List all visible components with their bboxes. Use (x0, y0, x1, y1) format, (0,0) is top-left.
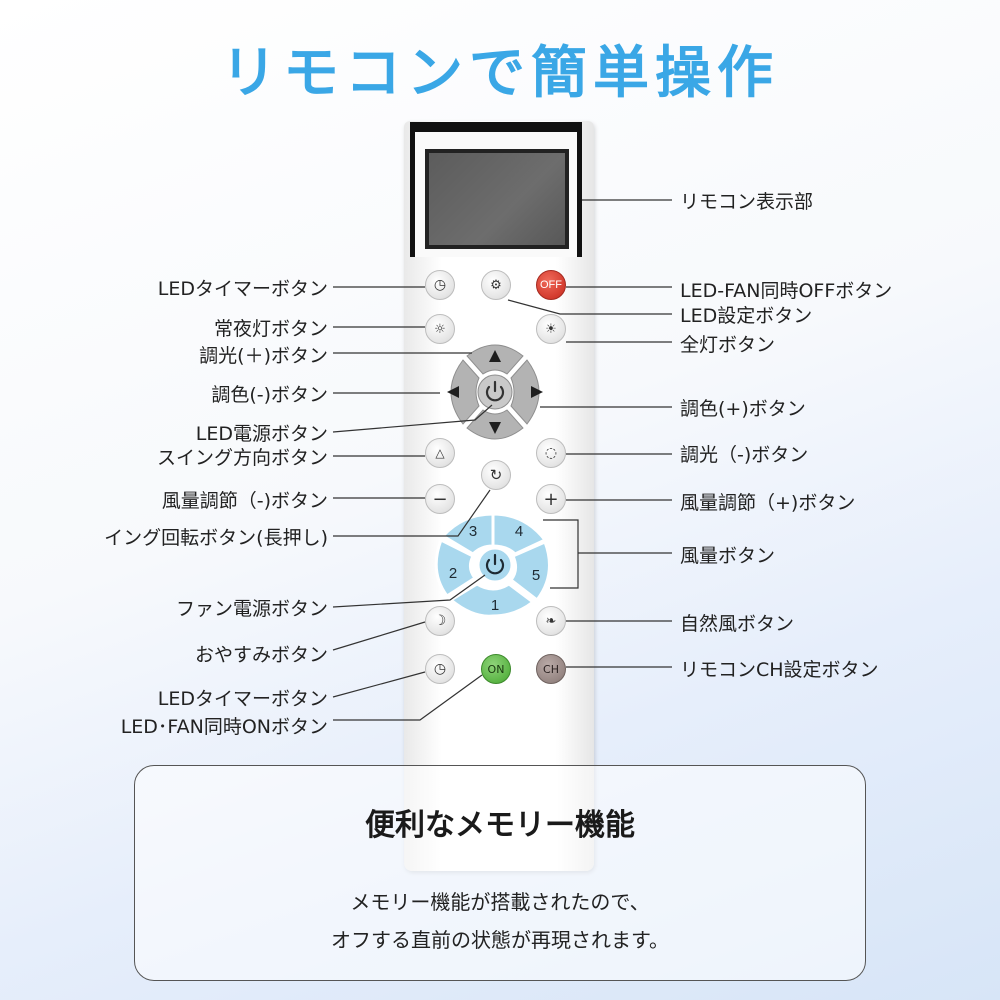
full-light-button[interactable]: ☀ (536, 314, 566, 344)
label-swing-rotate: イング回転ボタン(長押し) (104, 527, 328, 549)
label-sleep: おやすみボタン (194, 644, 328, 666)
dashed-circle-icon: ◌ (544, 445, 558, 461)
page-title: リモコンで簡単操作 (221, 40, 779, 106)
label-off: LED-FAN同時OFFボタン (680, 280, 893, 302)
sun-icon: ☀ (545, 321, 557, 337)
memory-description-line-1: メモリー機能が搭載されたので、 (350, 890, 650, 914)
swing-direction-button[interactable]: △ (425, 438, 455, 468)
led-dpad (447, 344, 543, 440)
plus-label: + (543, 488, 559, 510)
off-button[interactable]: OFF (536, 270, 566, 300)
remote-display (425, 149, 569, 249)
led-timer-button[interactable]: ◷ (425, 270, 455, 300)
moon-icon: ☽ (433, 613, 447, 629)
rotate-icon: ↻ (489, 466, 503, 484)
label-led-timer: LEDタイマーボタン (157, 278, 328, 300)
label-full-light: 全灯ボタン (680, 334, 776, 356)
fan-speed-4-label: 4 (515, 523, 523, 540)
label-fan-speed-plus: 風量調節（+)ボタン (680, 492, 856, 514)
memory-description-line-2: オフする直前の状態が再現されます。 (331, 928, 669, 952)
led-setting-button[interactable]: ⚙ (481, 270, 511, 300)
fan-speed-1-button[interactable] (448, 582, 536, 616)
fan-speed-2-button[interactable] (434, 537, 478, 599)
label-fan-speed: 風量ボタン (680, 545, 776, 567)
label-color-minus: 調色(-)ボタン (211, 384, 328, 406)
memory-feature-box: 便利なメモリー機能 メモリー機能が搭載されたので、 オフする直前の状態が再現され… (134, 765, 866, 981)
fan-speed-minus-button[interactable]: − (425, 484, 455, 514)
label-fan-power: ファン電源ボタン (175, 598, 328, 620)
clock-icon: ◷ (433, 661, 447, 677)
label-on: LED･FAN同時ONボタン (120, 716, 328, 738)
fan-speed-3-label: 3 (469, 523, 477, 540)
night-light-button[interactable]: ☼ (425, 314, 455, 344)
on-label: ON (487, 662, 505, 676)
fan-speed-5-button[interactable] (508, 539, 551, 603)
fan-speed-5-label: 5 (532, 567, 540, 584)
label-led-setting: LED設定ボタン (680, 305, 813, 327)
power-icon (485, 553, 505, 575)
dpad-right-button[interactable] (510, 359, 540, 425)
off-label: OFF (540, 279, 562, 291)
gear-icon: ⚙ (490, 277, 502, 293)
label-natural-wind: 自然風ボタン (680, 613, 795, 635)
natural-wind-button[interactable]: ❧ (536, 606, 566, 636)
label-led-power: LED電源ボタン (195, 423, 328, 445)
label-led-timer-2: LEDタイマーボタン (157, 688, 328, 710)
label-fan-speed-minus: 風量調節（-)ボタン (161, 490, 328, 512)
clock-icon: ◷ (433, 277, 447, 293)
sleep-button[interactable]: ☽ (425, 606, 455, 636)
dim-minus-button[interactable]: ◌ (536, 438, 566, 468)
ch-label: CH (543, 662, 559, 676)
on-button[interactable]: ON (481, 654, 511, 684)
led-timer-button-2[interactable]: ◷ (425, 654, 455, 684)
triangle-icon: △ (435, 446, 445, 460)
label-dim-plus: 調光(＋)ボタン (199, 345, 328, 367)
fan-speed-1-label: 1 (491, 597, 499, 614)
fan-speed-plus-button[interactable]: + (536, 484, 566, 514)
fan-speed-3-button[interactable] (440, 512, 495, 556)
sun-dim-icon: ☼ (434, 321, 446, 337)
minus-label: − (432, 488, 448, 510)
leaf-icon: ❧ (545, 613, 557, 629)
arrow-down-icon (489, 422, 501, 434)
label-ch-setting: リモコンCH設定ボタン (680, 659, 879, 681)
label-swing-direction: スイング方向ボタン (156, 447, 328, 469)
arrow-up-icon (489, 350, 501, 362)
label-color-plus: 調色(+)ボタン (680, 398, 806, 420)
label-night-light: 常夜灯ボタン (213, 318, 328, 340)
swing-rotate-button[interactable]: ↻ (481, 460, 511, 490)
fan-speed-2-label: 2 (449, 565, 457, 582)
ch-button[interactable]: CH (536, 654, 566, 684)
arrow-left-icon (447, 386, 459, 398)
dpad-left-button[interactable] (450, 359, 480, 425)
power-icon (485, 380, 505, 402)
label-dim-minus: 調光（-)ボタン (680, 444, 809, 466)
label-remote-display: リモコン表示部 (680, 191, 814, 213)
arrow-right-icon (531, 386, 543, 398)
memory-title: 便利なメモリー機能 (365, 808, 635, 843)
fan-speed-pad: 3 4 2 5 1 (434, 512, 551, 616)
